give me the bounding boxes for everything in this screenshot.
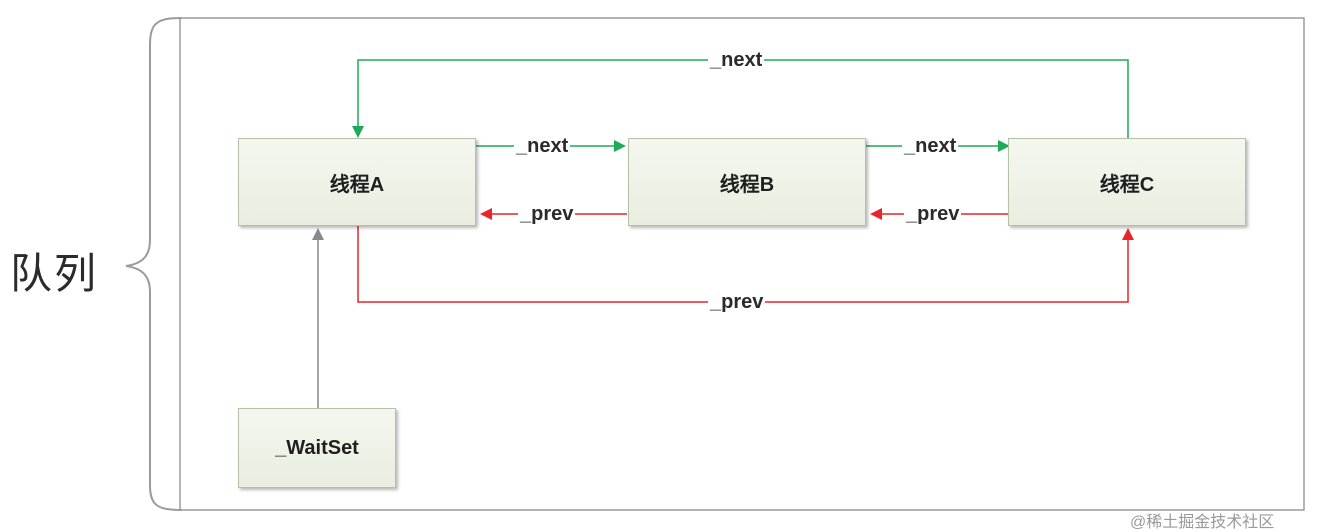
label-prev-ba: _prev — [518, 203, 576, 225]
edge-next-c-to-a — [352, 59, 1129, 138]
label-next-ab: _next — [514, 135, 571, 157]
label-prev-bottom: _prev — [708, 291, 766, 313]
watermark-text: @稀土掘金技术社区 — [1130, 514, 1275, 531]
queue-brace — [125, 17, 183, 511]
node-thread-a: 线程A — [238, 138, 476, 226]
node-thread-c: 线程C — [1008, 138, 1246, 226]
label-next-top: _next — [708, 49, 765, 71]
label-prev-cb: _prev — [904, 203, 962, 225]
label-next-bc: _next — [902, 135, 959, 157]
node-waitset: _WaitSet — [238, 408, 396, 488]
queue-frame — [179, 17, 1305, 511]
queue-label: 队列 — [10, 250, 99, 297]
node-thread-b: 线程B — [628, 138, 866, 226]
